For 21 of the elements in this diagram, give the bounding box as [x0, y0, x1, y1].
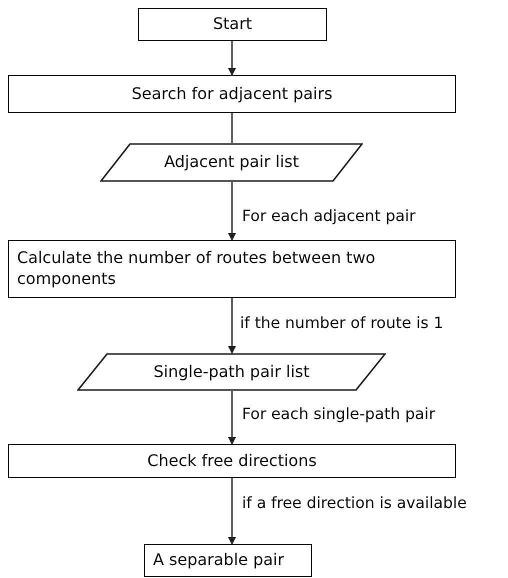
edge-label: For each single-path pair	[242, 405, 436, 424]
process-box	[144, 544, 312, 577]
arrow	[228, 391, 236, 445]
process-box	[8, 240, 456, 298]
process-box	[8, 75, 456, 113]
data-parallelogram	[77, 353, 386, 391]
node-text: Start	[212, 14, 252, 35]
node-text: A separable pair	[153, 550, 284, 571]
node-text: Single-path pair list	[154, 362, 310, 382]
node-text: Check free directions	[147, 450, 317, 472]
node-text: Calculate the number of routes between two components	[17, 248, 376, 290]
process-box	[8, 444, 456, 478]
node-text: Adjacent pair list	[164, 152, 299, 173]
arrow	[228, 298, 236, 354]
arrow	[228, 182, 236, 241]
arrow	[228, 41, 236, 76]
data-parallelogram	[100, 143, 363, 182]
edge-label: For each adjacent pair	[242, 207, 416, 226]
node-text: Search for adjacent pairs	[132, 84, 332, 104]
process-box	[138, 8, 327, 41]
arrow	[228, 478, 236, 545]
